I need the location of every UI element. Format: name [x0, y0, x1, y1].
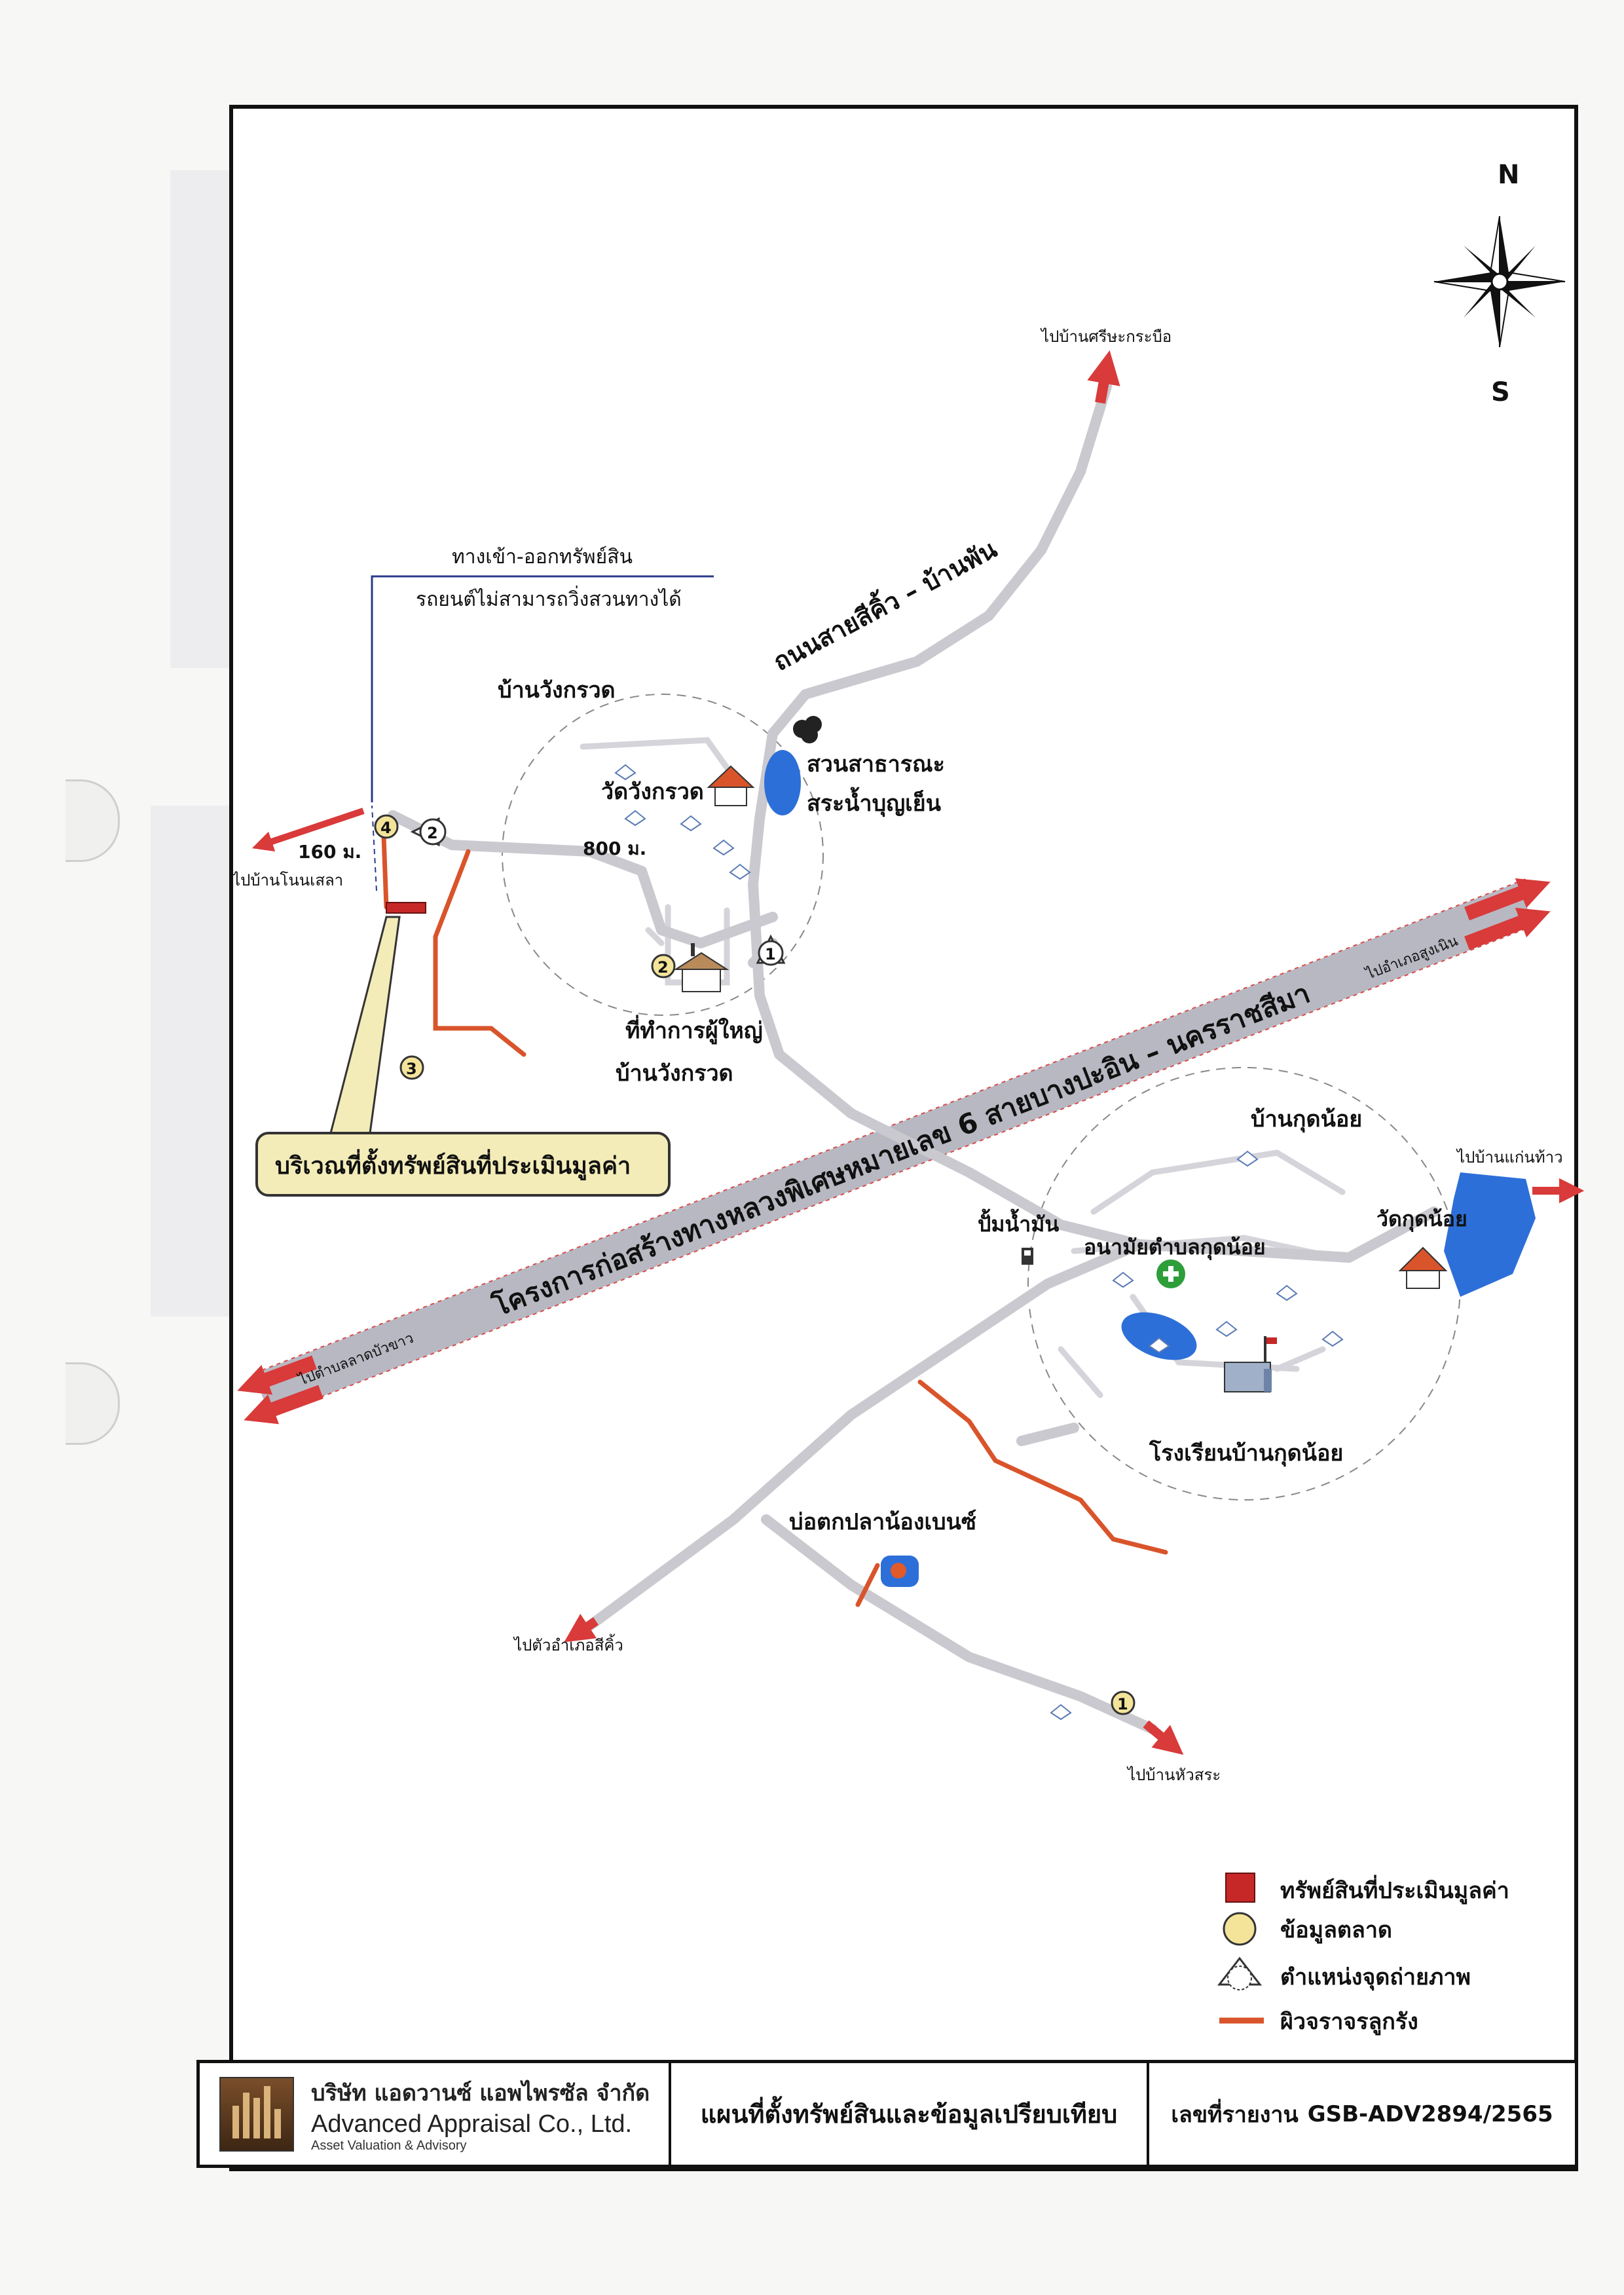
fishing-pond-boat [891, 1563, 906, 1578]
legend: ทรัพย์สินที่ประเมินมูลค่า ข้อมูลตลาด ตำแ… [1217, 1873, 1509, 2036]
svg-text:2: 2 [657, 958, 669, 977]
company-logo-icon [219, 2076, 294, 2152]
label-park-line1: สวนสาธารณะ [807, 751, 945, 777]
temple-icon-wang-kruat [707, 765, 755, 806]
house-icons [614, 764, 1344, 1721]
label-ban-wang-kruat: บ้านวังกรวด [498, 677, 616, 703]
dir-ban-kaeng-thao: ไปบ้านแก่นท้าว [1456, 1148, 1563, 1166]
access-note-line2: รถยนต์ไม่สามารถวิ่งสวนทางได้ [416, 586, 682, 611]
label-ban-kut-noi: บ้านกุดน้อย [1251, 1106, 1362, 1133]
office-icon-headman [673, 943, 729, 992]
market-marker-3: 3 [399, 1055, 424, 1080]
pond-kut-noi [1121, 1312, 1197, 1360]
company-name-th: บริษัท แอดวานซ์ แอพไพรซัล จำกัด [311, 2080, 650, 2106]
motorway-arrow-sw-2 [244, 1385, 323, 1425]
label-headman-office-line2: บ้านวังกรวด [616, 1060, 733, 1087]
legend-label-photo-point: ตำแหน่งจุดถ่ายภาพ [1280, 1964, 1471, 1991]
svg-text:1: 1 [765, 945, 776, 963]
access-note-line1: ทางเข้า-ออกทรัพย์สิน [452, 546, 633, 569]
company-name-en: Advanced Appraisal Co., Ltd. [311, 2110, 633, 2138]
dir-ban-non-sala: ไปบ้านโนนเสลา [231, 871, 343, 889]
label-wat-wang-kruat: วัดวังกรวด [601, 779, 704, 805]
motorway-arrow-ne-2 [1464, 908, 1551, 950]
label-fishing-pond: บ่อตกปลาน้องเบนซ์ [789, 1509, 976, 1535]
label-school: โรงเรียนบ้านกุดน้อย [1149, 1440, 1343, 1467]
arrow-to-ban-hua-sa [1143, 1720, 1184, 1755]
report-number: เลขที่รายงาน GSB-ADV2894/2565 [1149, 2063, 1575, 2165]
health-center-icon [1156, 1259, 1185, 1288]
callout-pointer [329, 916, 401, 1134]
label-health-center: อนามัยตำบลกุดน้อย [1084, 1235, 1266, 1261]
dir-ban-si-nakrabue: ไปบ้านศรีษะกระบือ [1040, 327, 1172, 346]
market-marker-2: 2 [651, 954, 676, 979]
label-park-line2: สระน้ำบุญเย็น [807, 787, 941, 817]
company-tagline: Asset Valuation & Advisory [311, 2138, 467, 2153]
photo-point-1: 1 [756, 934, 786, 966]
access-note-bracket [371, 575, 714, 802]
report-number-value: GSB-ADV2894/2565 [1307, 2100, 1553, 2127]
title-block: บริษัท แอดวานซ์ แอพไพรซัล จำกัด Advanced… [196, 2060, 1578, 2168]
compass-south-label: S [1491, 377, 1510, 407]
legend-label-market: ข้อมูลตลาด [1280, 1917, 1392, 1944]
laterite-roads [380, 816, 1168, 1607]
legend-icon-market [1223, 1912, 1257, 1946]
motorway-arrow-sw-1 [237, 1355, 317, 1395]
svg-text:3: 3 [406, 1060, 417, 1078]
compass-north-label: N [1498, 160, 1519, 190]
legend-label-subject: ทรัพย์สินที่ประเมินมูลค่า [1280, 1875, 1509, 1905]
map-title: แผนที่ตั้งทรัพย์สินและข้อมูลเปรียบเทียบ [671, 2063, 1149, 2165]
arrow-to-sikhio-district [564, 1613, 599, 1643]
road-label-sikhio-banphan: ถนนสายสีคิ้ว – บ้านพัน [767, 531, 1002, 677]
motorway-band [253, 878, 1534, 1421]
market-marker-4: 4 [374, 814, 399, 839]
village-zone-kut-noi [1027, 1067, 1461, 1501]
subject-property-marker [386, 902, 426, 914]
company-cell: บริษัท แอดวานซ์ แอพไพรซัล จำกัด Advanced… [200, 2063, 671, 2165]
subject-callout-text: บริเวณที่ตั้งทรัพย์สินที่ประเมินมูลค่า [275, 1148, 631, 1181]
photo-point-2: 2 [410, 817, 447, 847]
motorway-arrow-ne-1 [1464, 878, 1551, 921]
reservoir-kaeng-thao [1444, 1172, 1536, 1297]
village-zone-wang-kruat [502, 694, 824, 1016]
park-tree-icon [793, 716, 822, 743]
company-name: บริษัท แอดวานซ์ แอพไพรซัล จำกัด Advanced… [311, 2075, 650, 2154]
label-headman-office-line1: ที่ทำการผู้ใหญ่ [625, 1015, 763, 1045]
svg-text:4: 4 [380, 819, 392, 837]
arrow-to-ban-si-nakrabue [1087, 350, 1120, 404]
label-wat-kut-noi: วัดกุดน้อย [1376, 1206, 1467, 1233]
subject-callout-box [255, 1132, 671, 1197]
svg-text:1: 1 [1117, 1695, 1128, 1713]
access-note-dash [371, 805, 377, 891]
compass-rose-icon [1433, 215, 1566, 348]
arrow-to-ban-non-sala [251, 808, 365, 852]
label-gas-station: ปั้มน้ำมัน [978, 1208, 1059, 1237]
dir-ban-hua-sa: ไปบ้านหัวสระ [1126, 1766, 1221, 1784]
pond-park [764, 750, 801, 815]
school-icon [1224, 1336, 1277, 1392]
distance-800m: 800 ม. [583, 838, 646, 859]
legend-icon-subject [1225, 1873, 1255, 1903]
market-marker-1: 1 [1111, 1690, 1135, 1715]
gas-station-icon [1022, 1248, 1033, 1265]
dir-sikhio-district: ไปตัวอำเภอสีคิ้ว [513, 1633, 623, 1654]
legend-label-laterite: ผิวจราจรลูกรัง [1280, 2009, 1418, 2036]
report-number-label: เลขที่รายงาน [1171, 2101, 1299, 2128]
distance-160m: 160 ม. [298, 841, 361, 863]
temple-icon-kut-noi [1398, 1246, 1448, 1289]
svg-text:2: 2 [427, 824, 438, 842]
